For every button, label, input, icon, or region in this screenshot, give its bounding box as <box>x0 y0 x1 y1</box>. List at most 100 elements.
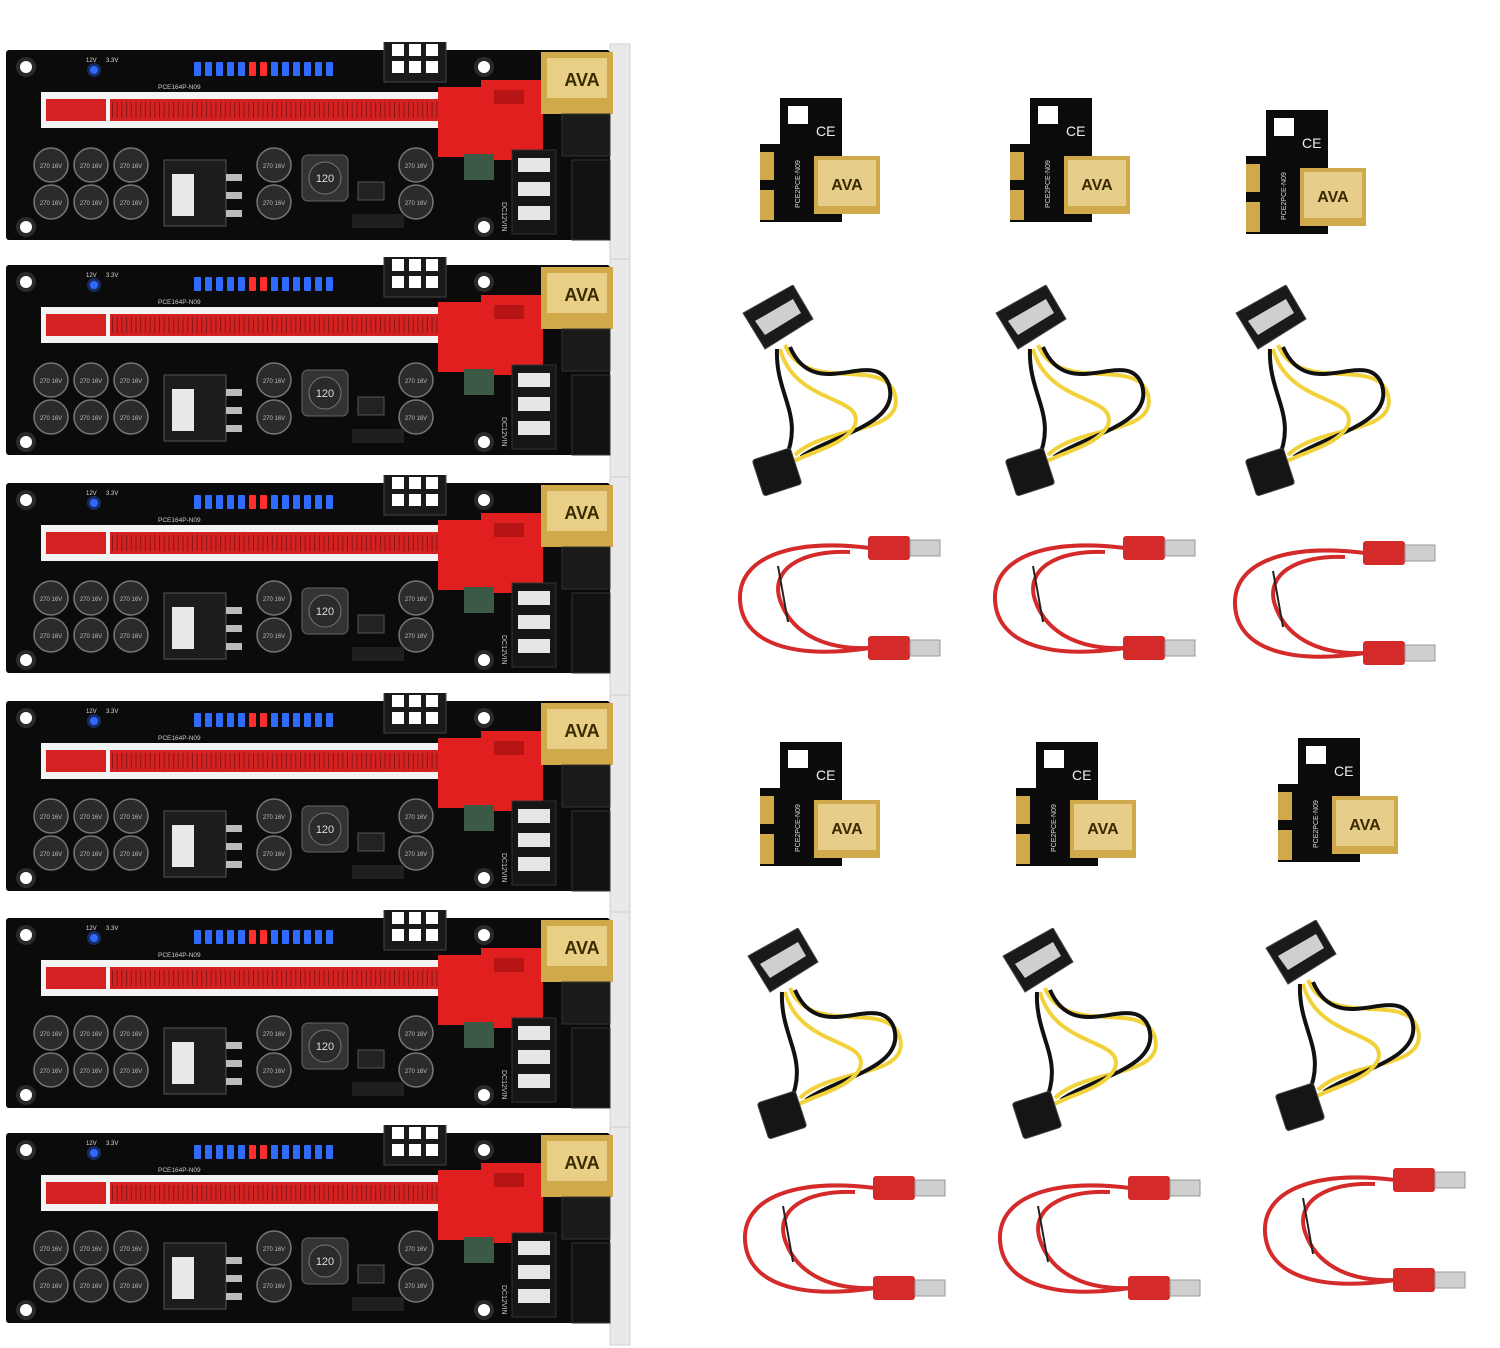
svg-text:270 16V: 270 16V <box>263 634 285 640</box>
svg-text:PCE164P-N09: PCE164P-N09 <box>158 517 201 524</box>
svg-text:PCE2PCE-N09: PCE2PCE-N09 <box>1313 800 1320 848</box>
usb3-cable <box>735 1170 950 1310</box>
svg-text:270 16V: 270 16V <box>80 1032 102 1038</box>
svg-text:270 16V: 270 16V <box>405 852 427 858</box>
sata-to-6pin-power-cable <box>988 285 1163 500</box>
svg-text:270 16V: 270 16V <box>40 597 62 603</box>
svg-text:120: 120 <box>316 1041 334 1053</box>
svg-text:270 16V: 270 16V <box>405 815 427 821</box>
svg-text:270 16V: 270 16V <box>405 416 427 422</box>
svg-text:AVA: AVA <box>831 821 863 838</box>
svg-text:270 16V: 270 16V <box>120 634 142 640</box>
svg-text:PCE164P-N09: PCE164P-N09 <box>158 84 201 91</box>
svg-text:270 16V: 270 16V <box>405 201 427 207</box>
svg-text:AVA: AVA <box>1081 177 1113 194</box>
usb3-cable <box>1255 1162 1470 1302</box>
svg-text:270 16V: 270 16V <box>40 852 62 858</box>
svg-text:AVA: AVA <box>564 1153 599 1173</box>
svg-text:270 16V: 270 16V <box>405 597 427 603</box>
svg-text:270 16V: 270 16V <box>263 164 285 170</box>
svg-text:3.3V: 3.3V <box>106 1141 118 1147</box>
svg-text:270 16V: 270 16V <box>405 1032 427 1038</box>
svg-text:CE: CE <box>1066 123 1085 139</box>
svg-text:PCE2PCE-N09: PCE2PCE-N09 <box>795 160 802 208</box>
svg-text:270 16V: 270 16V <box>40 164 62 170</box>
svg-text:270 16V: 270 16V <box>120 164 142 170</box>
svg-text:PCE2PCE-N09: PCE2PCE-N09 <box>1281 172 1288 220</box>
svg-text:270 16V: 270 16V <box>120 1032 142 1038</box>
svg-text:270 16V: 270 16V <box>40 379 62 385</box>
svg-text:120: 120 <box>316 606 334 618</box>
svg-text:CE: CE <box>1072 767 1091 783</box>
svg-text:270 16V: 270 16V <box>40 634 62 640</box>
svg-text:270 16V: 270 16V <box>120 1069 142 1075</box>
svg-text:270 16V: 270 16V <box>263 1247 285 1253</box>
svg-text:PCE164P-N09: PCE164P-N09 <box>158 1167 201 1174</box>
svg-text:270 16V: 270 16V <box>120 852 142 858</box>
svg-text:270 16V: 270 16V <box>80 201 102 207</box>
svg-text:270 16V: 270 16V <box>80 1284 102 1290</box>
svg-text:270 16V: 270 16V <box>40 1032 62 1038</box>
svg-text:270 16V: 270 16V <box>40 416 62 422</box>
svg-text:270 16V: 270 16V <box>120 815 142 821</box>
svg-text:12V: 12V <box>86 1141 97 1147</box>
pcie-x1-adapter: CE PCE2PCE-N09 AVA <box>1010 98 1140 228</box>
svg-text:AVA: AVA <box>564 721 599 741</box>
svg-text:DC12VIN: DC12VIN <box>500 1285 507 1315</box>
svg-text:AVA: AVA <box>1349 817 1381 834</box>
sata-to-6pin-power-cable <box>735 285 910 500</box>
svg-text:270 16V: 270 16V <box>120 416 142 422</box>
svg-text:270 16V: 270 16V <box>263 1069 285 1075</box>
svg-text:CE: CE <box>816 767 835 783</box>
svg-text:270 16V: 270 16V <box>263 597 285 603</box>
svg-text:PCE2PCE-N09: PCE2PCE-N09 <box>1045 160 1052 208</box>
svg-text:3.3V: 3.3V <box>106 491 118 497</box>
svg-text:270 16V: 270 16V <box>405 1247 427 1253</box>
svg-text:DC12VIN: DC12VIN <box>500 1070 507 1100</box>
svg-text:120: 120 <box>316 1256 334 1268</box>
svg-text:270 16V: 270 16V <box>40 1284 62 1290</box>
sata-to-6pin-power-cable <box>1228 285 1403 500</box>
svg-text:270 16V: 270 16V <box>120 1247 142 1253</box>
usb3-cable <box>990 1170 1205 1310</box>
svg-text:PCE164P-N09: PCE164P-N09 <box>158 735 201 742</box>
svg-text:270 16V: 270 16V <box>80 852 102 858</box>
svg-text:270 16V: 270 16V <box>40 1247 62 1253</box>
svg-text:270 16V: 270 16V <box>405 1284 427 1290</box>
svg-text:DC12VIN: DC12VIN <box>500 202 507 232</box>
svg-text:AVA: AVA <box>1317 189 1349 206</box>
usb3-cable <box>730 530 945 670</box>
svg-text:3.3V: 3.3V <box>106 926 118 932</box>
svg-text:AVA: AVA <box>564 285 599 305</box>
usb3-cable <box>985 530 1200 670</box>
svg-text:270 16V: 270 16V <box>405 164 427 170</box>
svg-text:AVA: AVA <box>564 70 599 90</box>
svg-text:270 16V: 270 16V <box>80 597 102 603</box>
svg-text:270 16V: 270 16V <box>40 201 62 207</box>
svg-text:270 16V: 270 16V <box>263 1284 285 1290</box>
svg-text:3.3V: 3.3V <box>106 58 118 64</box>
svg-text:270 16V: 270 16V <box>80 634 102 640</box>
svg-text:270 16V: 270 16V <box>263 416 285 422</box>
svg-text:12V: 12V <box>86 491 97 497</box>
svg-text:270 16V: 270 16V <box>80 416 102 422</box>
svg-text:270 16V: 270 16V <box>405 1069 427 1075</box>
svg-text:270 16V: 270 16V <box>120 1284 142 1290</box>
pcie-x1-adapter: CE PCE2PCE-N09 AVA <box>1246 110 1376 240</box>
svg-text:270 16V: 270 16V <box>80 379 102 385</box>
svg-text:AVA: AVA <box>1087 821 1119 838</box>
svg-text:270 16V: 270 16V <box>80 815 102 821</box>
sata-to-6pin-power-cable <box>740 928 915 1143</box>
svg-text:CE: CE <box>1302 135 1321 151</box>
svg-text:270 16V: 270 16V <box>120 201 142 207</box>
svg-text:270 16V: 270 16V <box>263 201 285 207</box>
svg-text:270 16V: 270 16V <box>263 815 285 821</box>
svg-text:270 16V: 270 16V <box>405 634 427 640</box>
svg-text:12V: 12V <box>86 709 97 715</box>
